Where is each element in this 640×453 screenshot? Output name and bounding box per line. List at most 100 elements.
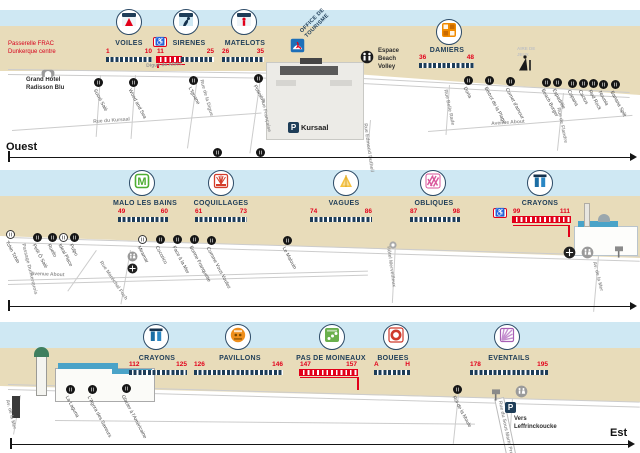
section-icon-voiles xyxy=(116,9,142,35)
fork-knife-icon xyxy=(130,73,137,91)
street-label: Rue du Kursaal xyxy=(93,116,131,125)
fork-knife-icon xyxy=(590,74,597,92)
bouees-icon xyxy=(386,325,406,350)
direction-line-tick xyxy=(8,151,10,162)
street-line xyxy=(54,420,475,425)
range-end: 157 xyxy=(346,361,357,368)
wheelchair-icon: ♿ xyxy=(153,37,167,47)
compass-west-label: Ouest xyxy=(6,141,38,153)
section-icon-pavillons xyxy=(225,324,251,350)
restaurant-marker xyxy=(484,75,494,85)
accessible-route-line xyxy=(513,225,568,226)
range-end: 125 xyxy=(176,361,187,368)
range-end: 73 xyxy=(239,208,247,215)
wc-icon xyxy=(515,385,528,403)
fork-knife-icon xyxy=(465,71,472,89)
restaurant-label: Cocorico xyxy=(153,245,169,266)
direction-arrow-icon xyxy=(630,302,640,310)
moineaux-icon xyxy=(322,325,342,350)
section-label-pas-de-moineaux: PAS DE MOINEAUX xyxy=(296,355,366,362)
range-start: 36 xyxy=(419,54,427,61)
restaurant-label: L'Iguane xyxy=(186,86,201,106)
fork-knife-icon xyxy=(600,75,607,93)
berth-strip xyxy=(195,217,247,222)
restaurant-marker xyxy=(93,77,103,87)
accessible-route-line xyxy=(300,377,357,378)
fork-knife-icon xyxy=(49,228,56,246)
street-line xyxy=(12,112,262,131)
restaurant-marker xyxy=(47,232,57,242)
restaurant-marker xyxy=(137,234,147,244)
fork-knife-icon xyxy=(554,73,561,91)
parking-icon: P xyxy=(505,402,516,413)
section-label-voiles: VOILES xyxy=(115,40,143,47)
section-icon-crayons-2 xyxy=(143,324,169,350)
restaurant-marker xyxy=(188,75,198,85)
section-icon-damiers xyxy=(436,19,462,45)
wc-icon xyxy=(127,249,138,267)
range-start: 49 xyxy=(118,208,126,215)
restaurant-marker xyxy=(206,235,216,245)
restaurant-marker xyxy=(65,384,75,394)
fork-knife-icon xyxy=(569,74,576,92)
section-label-bouees: BOUEES xyxy=(377,355,409,362)
matelots-icon xyxy=(234,10,254,35)
direction-line xyxy=(8,157,630,158)
fork-knife-icon xyxy=(208,231,215,249)
fork-knife-icon xyxy=(174,230,181,248)
range-start: 87 xyxy=(410,208,418,215)
accessible-route-hook xyxy=(357,377,359,390)
section-label-crayons-2: CRAYONS xyxy=(138,355,176,362)
compass-east-label: Est xyxy=(610,427,628,439)
accessible-route-hook xyxy=(157,64,159,68)
parking-icon: P xyxy=(288,122,299,133)
section-label-pavillons: PAVILLONS xyxy=(219,355,261,362)
restaurant-label: Banana Split xyxy=(608,90,628,118)
wc-icon xyxy=(581,246,594,264)
fork-knife-icon xyxy=(123,379,130,397)
playground-icon xyxy=(516,54,536,79)
volleyball-icon xyxy=(360,50,374,69)
section-label-eventails: EVENTAILS xyxy=(488,355,530,362)
range-end: H xyxy=(405,361,410,368)
note-red-note: Passerelle FRAC Dunkerque centre xyxy=(8,41,56,55)
section-icon-obliques xyxy=(420,170,446,196)
restaurant-marker xyxy=(69,232,79,242)
tunnel-icon xyxy=(40,65,56,86)
restaurant-label: Comme Vous Voulez xyxy=(204,246,232,290)
range-end: 10 xyxy=(144,48,152,55)
fork-knife-icon xyxy=(190,71,197,89)
range-start: 61 xyxy=(195,208,203,215)
section-icon-crayons xyxy=(527,170,553,196)
berth-strip xyxy=(194,370,283,375)
section-icon-coquillages xyxy=(208,170,234,196)
signboard-icon xyxy=(611,244,627,265)
berth-strip xyxy=(118,217,168,222)
section-label-coquillages: COQUILLAGES xyxy=(193,200,249,207)
section-icon-matelots xyxy=(231,9,257,35)
berth-strip xyxy=(181,57,214,62)
direction-line-tick xyxy=(10,438,12,449)
restaurant-marker xyxy=(610,79,620,89)
fork-knife-icon xyxy=(214,143,221,161)
restaurant-label: Bistrot de la Plage xyxy=(482,86,508,125)
berth-strip xyxy=(410,217,460,222)
direction-arrow-icon xyxy=(630,153,640,161)
berth-strip xyxy=(222,57,264,62)
berth-strip xyxy=(129,370,187,375)
fork-knife-icon xyxy=(612,75,619,93)
hotel-dot xyxy=(389,236,397,254)
fork-knife-icon xyxy=(486,71,493,89)
note-dark-note: Espace Beach Volley xyxy=(378,48,400,70)
accessible-route-line xyxy=(157,64,185,65)
section-icon-pas-de-moineaux xyxy=(319,324,345,350)
berth-strip xyxy=(374,370,410,375)
section-label-sirenes: SIRENES xyxy=(172,40,206,47)
restaurant-marker xyxy=(32,232,42,242)
direction-line xyxy=(10,444,628,445)
range-start: 178 xyxy=(470,361,481,368)
sky-strip xyxy=(0,10,640,26)
range-start: 147 xyxy=(300,361,311,368)
range-end: 146 xyxy=(272,361,283,368)
range-start: 99 xyxy=(513,208,521,215)
